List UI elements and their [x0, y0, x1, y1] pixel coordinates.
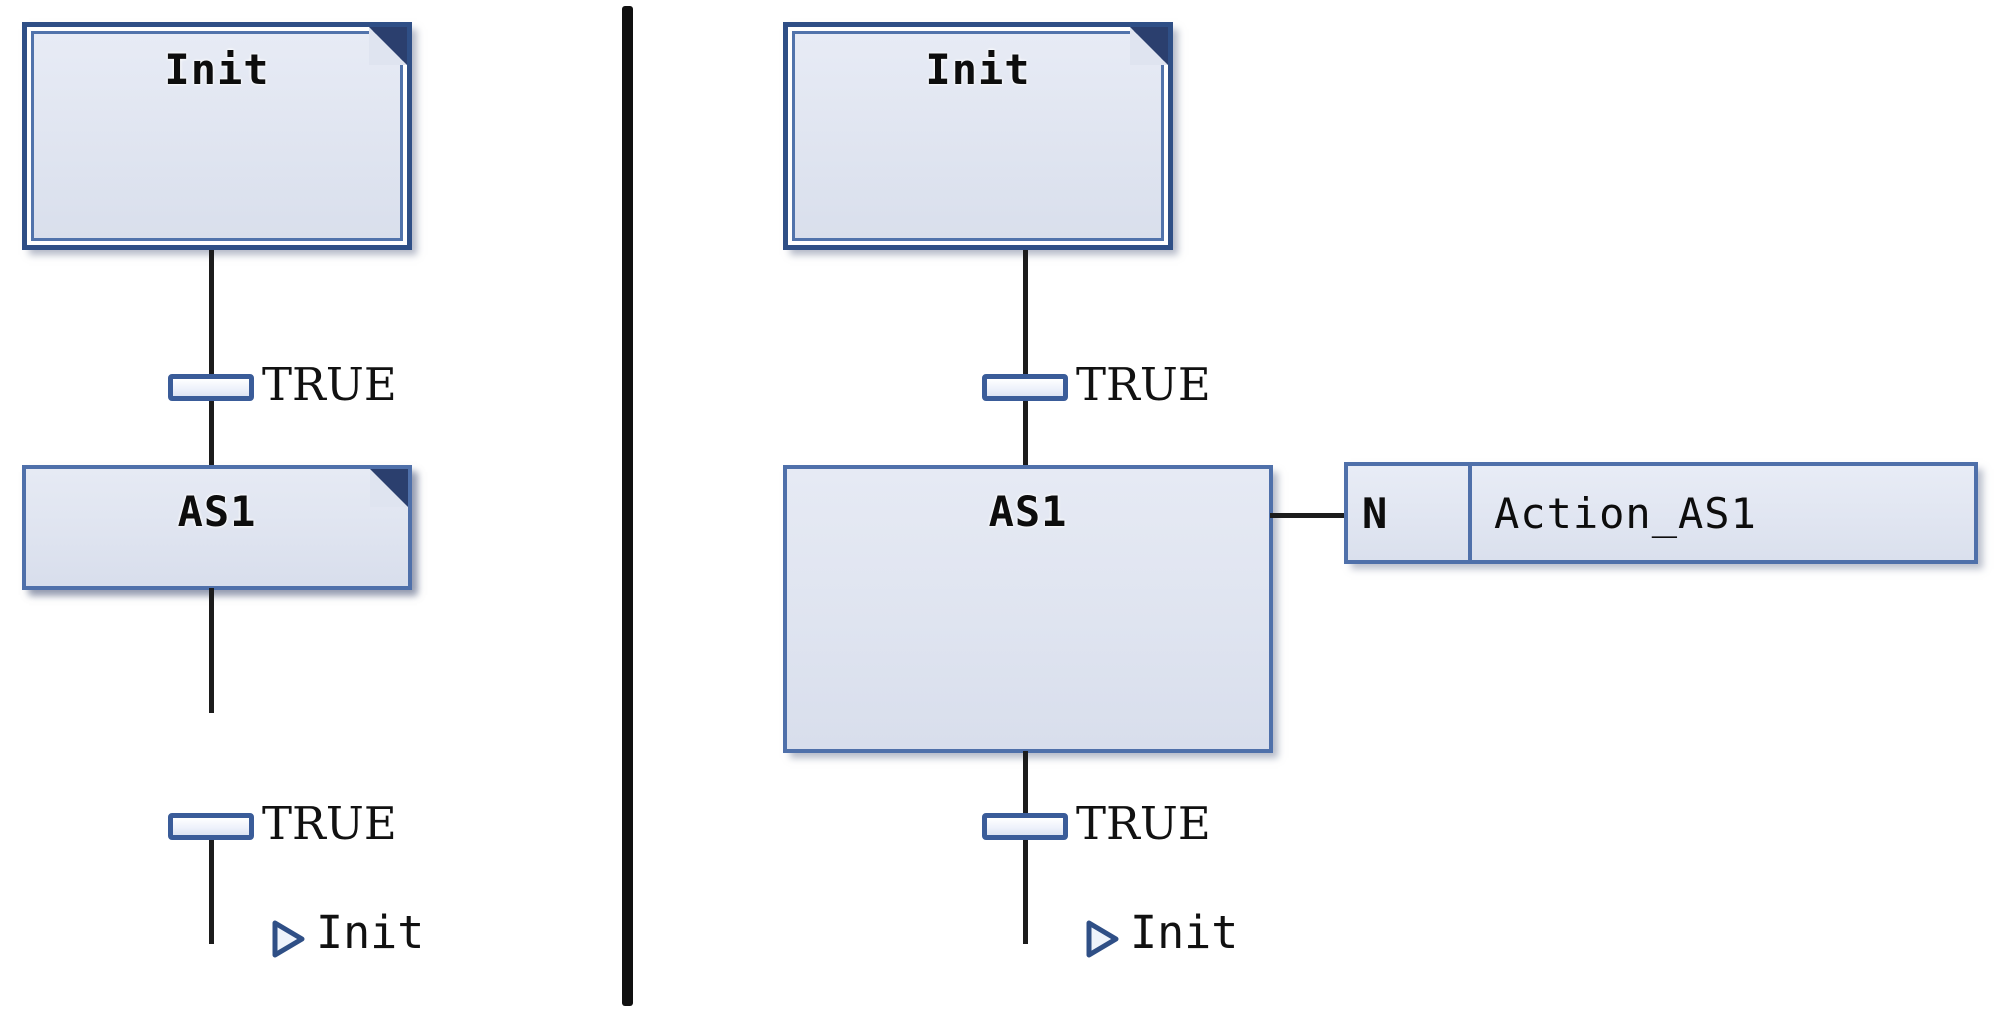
step-inner-border	[792, 31, 1164, 241]
step-label: AS1	[988, 487, 1068, 536]
transition-t2-label-left: TRUE	[262, 797, 397, 850]
vertical-divider	[622, 6, 633, 1006]
step-label: Init	[164, 45, 270, 94]
step-init-right[interactable]: Init	[783, 22, 1173, 250]
jump-arrow-icon-left[interactable]	[271, 920, 305, 958]
step-as1-left-body[interactable]: AS1	[22, 465, 412, 590]
action-name: Action_AS1	[1494, 488, 1757, 538]
step-label: Init	[925, 45, 1031, 94]
transition-t1-label-right: TRUE	[1076, 358, 1211, 411]
connector-as1-to-action	[1270, 513, 1346, 518]
connector-as1-to-t2	[209, 588, 214, 713]
connector-t2-to-jump	[1023, 837, 1028, 944]
transition-t1-left[interactable]	[168, 374, 254, 401]
connector-init-to-t1	[1023, 250, 1028, 374]
connector-t1-to-as1	[209, 398, 214, 468]
transition-t2-right[interactable]	[982, 813, 1068, 840]
step-as1-right[interactable]: AS1	[783, 465, 1273, 753]
jump-label-right: Init	[1130, 906, 1239, 959]
transition-t2-label-right: TRUE	[1076, 797, 1211, 850]
connector-t2-to-jump	[209, 837, 214, 944]
action-block-right[interactable]: N Action_AS1	[1344, 462, 1978, 564]
transition-t2-left[interactable]	[168, 813, 254, 840]
connector-t1-to-as1	[1023, 398, 1028, 468]
action-qualifier: N	[1348, 466, 1472, 560]
step-inner-border	[31, 31, 403, 241]
jump-arrow-icon-right[interactable]	[1085, 920, 1119, 958]
step-init-left[interactable]: Init	[22, 22, 412, 250]
connector-init-to-t1	[209, 250, 214, 374]
connector-as1-to-t2	[1023, 751, 1028, 813]
jump-label-left: Init	[316, 906, 425, 959]
step-label: AS1	[177, 487, 257, 536]
transition-t1-right[interactable]	[982, 374, 1068, 401]
transition-t1-label-left: TRUE	[262, 358, 397, 411]
